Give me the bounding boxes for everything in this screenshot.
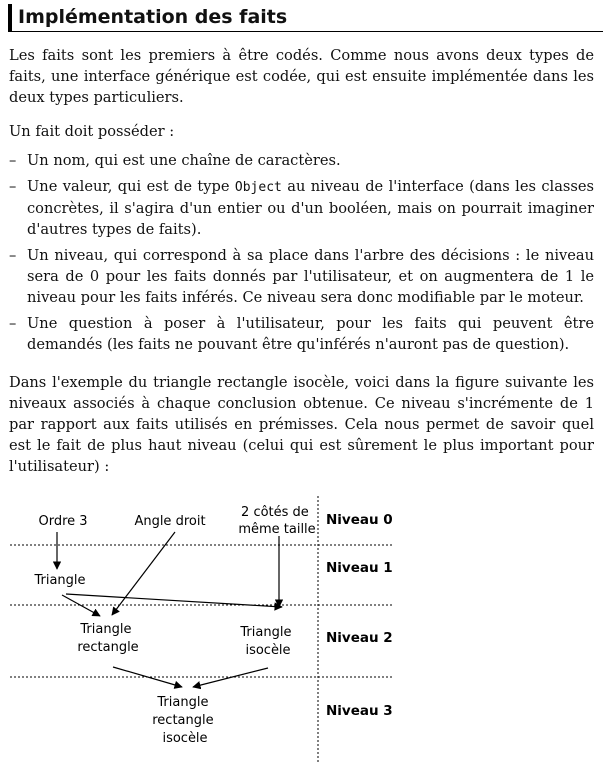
list-item: Un nom, qui est une chaîne de caractères… xyxy=(9,150,594,171)
arrow-triangle-isocele-to-final xyxy=(192,667,269,690)
node-triangle-isocele: Triangle isocèle xyxy=(239,625,295,658)
level-label-0: Niveau 0 xyxy=(326,512,393,528)
list-item-text: Un nom, qui est une chaîne de caractères… xyxy=(27,152,341,169)
arrow-triangle-rectangle-to-final xyxy=(112,666,183,689)
list-item-text: Une question à poser à l'utilisateur, po… xyxy=(27,315,594,353)
arrow-triangle-to-triangle-isocele xyxy=(65,593,283,611)
intro-paragraph: Les faits sont les premiers à être codés… xyxy=(9,47,594,106)
arrow-angle-droit-to-triangle-rectangle xyxy=(111,531,176,616)
list-item-text-after: au niveau de l'interface (dans les class… xyxy=(27,178,595,238)
fact-levels-diagram: Ordre 3 Angle droit 2 côtés de même tail… xyxy=(10,496,393,762)
node-triangle-rectangle: Triangle rectangle xyxy=(77,622,138,655)
list-item: Une question à poser à l'utilisateur, po… xyxy=(9,313,594,355)
list-item-text-before: Une valeur, qui est de type xyxy=(27,178,235,195)
node-deux-cotes: 2 côtés de même taille xyxy=(238,505,315,537)
level-label-3: Niveau 3 xyxy=(326,703,393,719)
arrow-triangle-to-triangle-rectangle xyxy=(61,594,101,617)
list-item: Un niveau, qui correspond à sa place dan… xyxy=(9,245,594,308)
section-title: Implémentation des faits xyxy=(8,4,603,32)
level-label-2: Niveau 2 xyxy=(326,630,393,646)
list-item: Une valeur, qui est de type Object au ni… xyxy=(9,176,594,240)
node-triangle-rectangle-isocele: Triangle rectangle isocèle xyxy=(152,695,218,746)
node-triangle: Triangle xyxy=(33,573,85,588)
fact-properties-list: Un nom, qui est une chaîne de caractères… xyxy=(9,150,594,360)
example-paragraph: Dans l'exemple du triangle rectangle iso… xyxy=(9,374,594,475)
list-item-text: Un niveau, qui correspond à sa place dan… xyxy=(27,247,594,306)
requirements-intro: Un fait doit posséder : xyxy=(9,123,175,140)
level-label-1: Niveau 1 xyxy=(326,560,393,576)
node-angle-droit: Angle droit xyxy=(134,514,205,529)
node-ordre-3: Ordre 3 xyxy=(38,514,87,529)
code-type-name: Object xyxy=(234,180,282,195)
